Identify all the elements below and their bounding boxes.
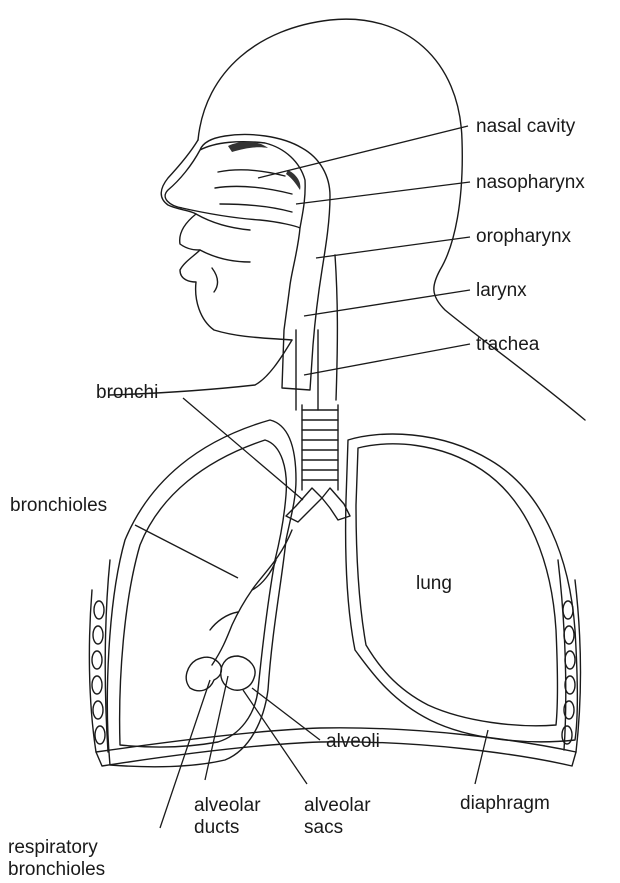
label-alveolar-ducts-line1: alveolar — [194, 795, 261, 816]
bronchial-tree — [210, 488, 350, 665]
trachea-rings — [296, 330, 338, 490]
label-respiratory-bronchioles-line2: bronchioles — [8, 859, 105, 880]
nasal-roof-dark — [228, 142, 300, 190]
alveolar-sacs-cluster — [186, 656, 255, 691]
label-respiratory-bronchioles-line1: respiratory — [8, 837, 98, 858]
label-trachea: trachea — [476, 334, 540, 355]
label-nasopharynx: nasopharynx — [476, 172, 585, 193]
label-alveolar-sacs-line1: alveolar — [304, 795, 371, 816]
nasal-turbinates — [215, 170, 292, 212]
neck-back-line — [335, 255, 337, 400]
label-alveolar-sacs-line2: sacs — [304, 817, 343, 838]
label-larynx: larynx — [476, 280, 527, 301]
label-bronchi: bronchi — [96, 382, 158, 403]
right-lung-pleura — [346, 434, 578, 742]
right-lung — [356, 444, 558, 726]
rib-ovals — [92, 601, 575, 744]
label-alveolar-sacs: alveolar sacs — [304, 795, 376, 838]
label-respiratory-bronchioles: respiratory bronchioles — [8, 837, 105, 880]
label-alveoli: alveoli — [326, 731, 380, 752]
chest-wall — [89, 560, 580, 752]
lip-lines — [196, 214, 250, 292]
label-alveolar-ducts-line2: ducts — [194, 817, 239, 838]
left-lung-pleura — [107, 420, 296, 767]
label-oropharynx: oropharynx — [476, 226, 572, 247]
label-alveolar-ducts: alveolar ducts — [194, 795, 266, 838]
label-bronchioles: bronchioles — [10, 495, 107, 516]
label-lung: lung — [416, 573, 452, 594]
label-nasal-cavity: nasal cavity — [476, 116, 576, 137]
label-diaphragm: diaphragm — [460, 793, 550, 814]
